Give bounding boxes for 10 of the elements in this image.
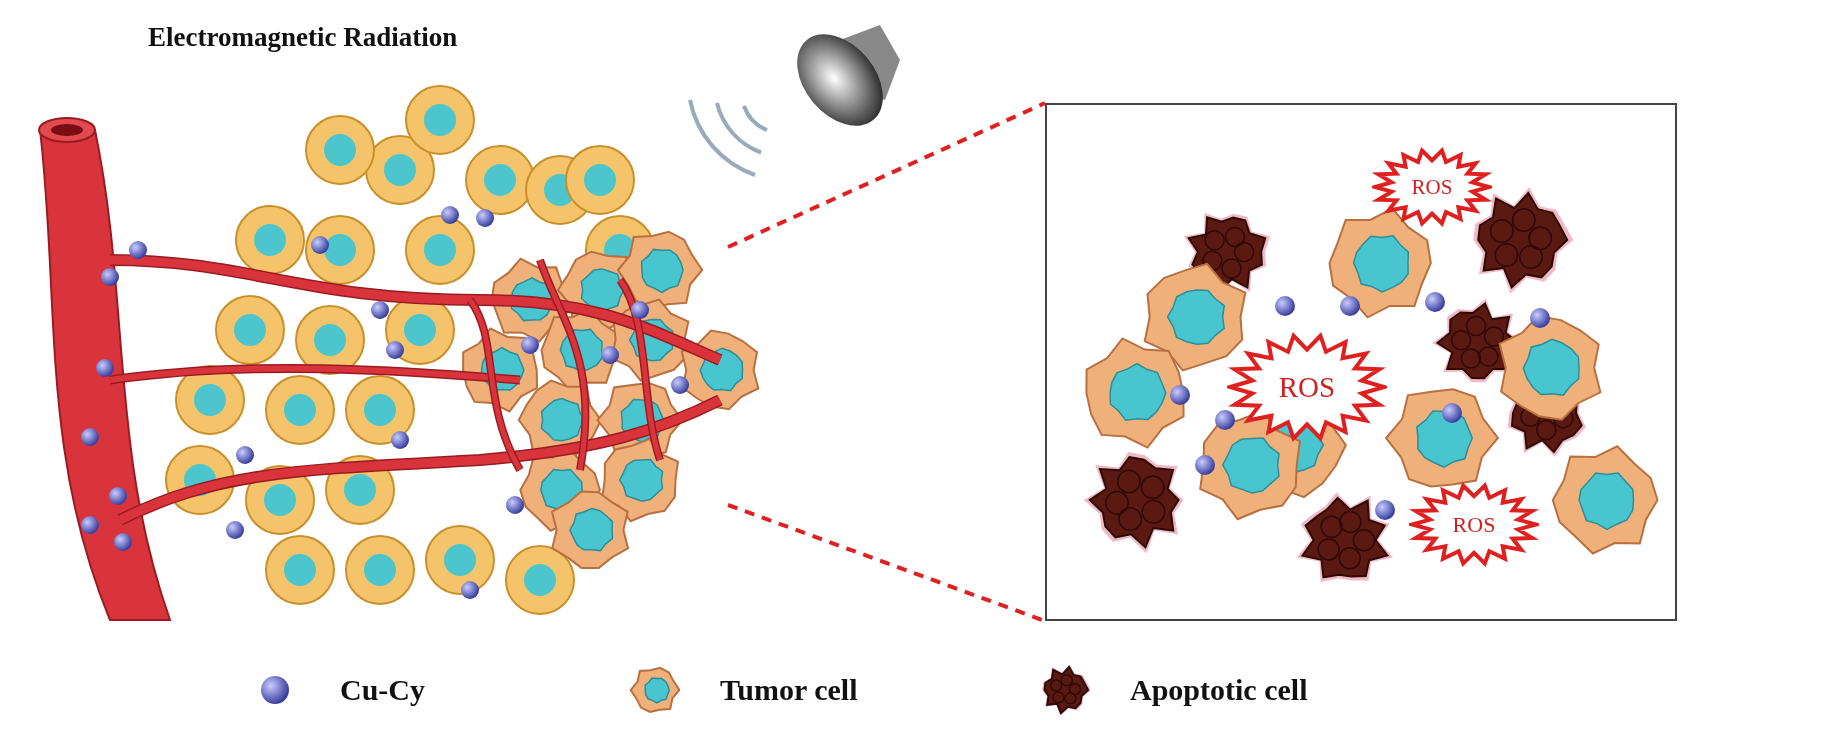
ros-starburst	[1227, 332, 1387, 442]
legend-text: Tumor cell	[720, 673, 858, 707]
ros-text: ROS	[1278, 370, 1336, 404]
ros-starburst	[1409, 482, 1539, 567]
ros-text: ROS	[1452, 511, 1496, 538]
legend-text: Apoptotic cell	[1130, 673, 1308, 707]
heading-text: Electromagnetic Radiation	[148, 22, 458, 53]
legend-text: Cu-Cy	[340, 673, 425, 707]
ros-text: ROS	[1411, 174, 1453, 200]
ros-starburst	[1372, 147, 1492, 227]
